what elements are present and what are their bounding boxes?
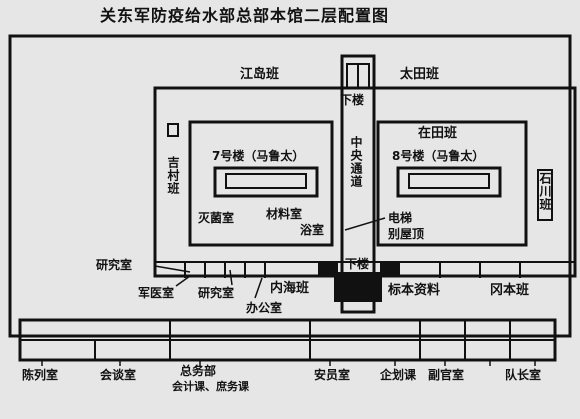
label-fuguan: 副官室 bbox=[428, 368, 465, 382]
outer-wall bbox=[8, 34, 572, 338]
label-jiangdao: 江岛班 bbox=[240, 67, 280, 82]
main-building bbox=[153, 86, 577, 278]
label-miejun: 灭菌室 bbox=[198, 211, 235, 225]
label-bangong: 办公室 bbox=[246, 301, 283, 315]
stair-block bbox=[334, 272, 382, 302]
central-corridor bbox=[340, 54, 376, 314]
label-biaoben: 标本资料 bbox=[388, 283, 441, 298]
label-duizhang: 队长室 bbox=[505, 368, 542, 382]
label-zongwu: 总务部 bbox=[180, 364, 217, 378]
label-taitian: 太田班 bbox=[400, 67, 440, 82]
label-jishi: 吉村班 bbox=[166, 156, 180, 195]
label-qihua: 企划课 bbox=[380, 368, 417, 382]
figure-title: 关东军防疫给水部总部本馆二层配置图 bbox=[100, 6, 390, 25]
label-stairs-bottom: 下楼 bbox=[345, 257, 370, 271]
label-neihai: 内海班 bbox=[270, 281, 310, 296]
label-building-8: 8号楼（马鲁太） bbox=[392, 149, 485, 163]
building-7-outline bbox=[213, 166, 319, 198]
label-yushi: 浴室 bbox=[300, 223, 325, 237]
label-gangben: 冈本班 bbox=[490, 283, 530, 298]
label-anguan: 安员室 bbox=[314, 368, 351, 382]
label-research-left: 研究室 bbox=[96, 258, 133, 272]
label-junyi: 军医室 bbox=[138, 286, 175, 300]
courtyard-left bbox=[188, 120, 334, 247]
building-8-outline bbox=[396, 166, 502, 198]
label-central-corridor: 中央通道 bbox=[349, 136, 363, 188]
label-research-mid: 研究室 bbox=[198, 286, 235, 300]
label-huitan: 会谈室 bbox=[100, 368, 137, 382]
label-zaitian: 在田班 bbox=[418, 126, 458, 141]
label-bieliang: 别屋顶 bbox=[388, 227, 425, 241]
label-dianti: 电梯 bbox=[388, 211, 413, 225]
label-cailiao: 材料室 bbox=[266, 207, 303, 221]
label-stairs-top: 下楼 bbox=[340, 93, 365, 107]
label-shichuan: 石川班 bbox=[538, 172, 552, 211]
label-building-7: 7号楼（马鲁太） bbox=[212, 149, 305, 163]
label-chenlie: 陈列室 bbox=[22, 368, 59, 382]
courtyard-right bbox=[376, 120, 528, 247]
label-kuaiji: 会计课、庶务课 bbox=[172, 380, 249, 393]
